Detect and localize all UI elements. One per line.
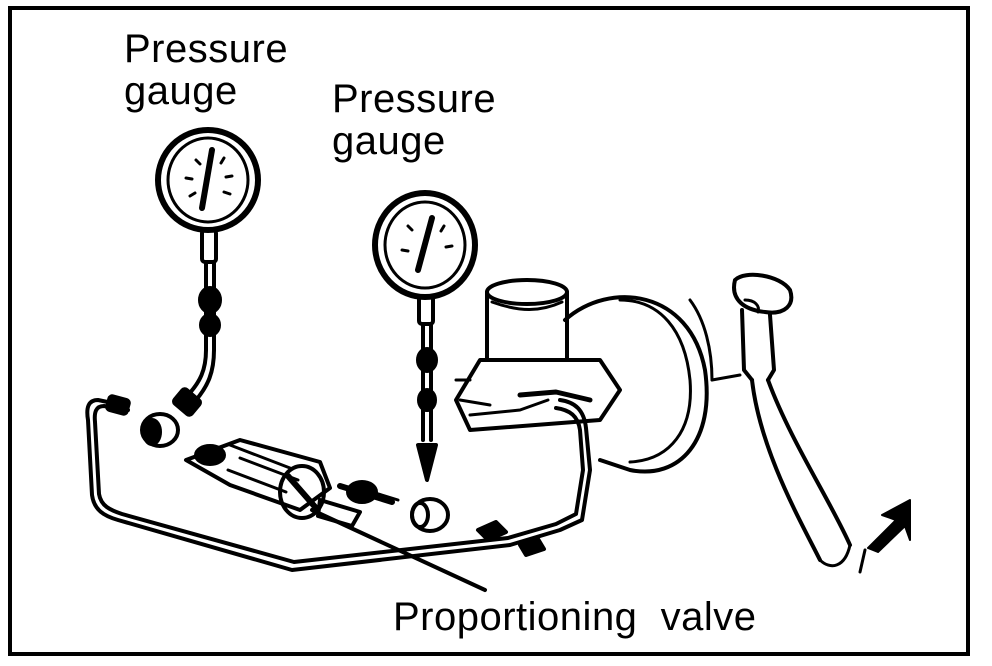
- master-cylinder: [454, 278, 622, 432]
- label-proportioning-valve: Proportioning valve: [393, 595, 757, 639]
- force-arrow: [867, 499, 911, 553]
- pressure-gauge-left: [155, 127, 261, 417]
- brake-pedal: [732, 272, 867, 574]
- pressure-gauge-right: [372, 190, 478, 482]
- brake-line: [85, 394, 592, 572]
- proportioning-valve: [184, 438, 400, 528]
- fittings: [140, 412, 546, 557]
- diagram-border: [8, 6, 970, 656]
- brake-booster: [563, 295, 742, 474]
- label-pressure-gauge-left: Pressure gauge: [124, 27, 289, 113]
- valve-leader-line: [310, 508, 487, 592]
- label-pressure-gauge-right: Pressure gauge: [332, 77, 497, 163]
